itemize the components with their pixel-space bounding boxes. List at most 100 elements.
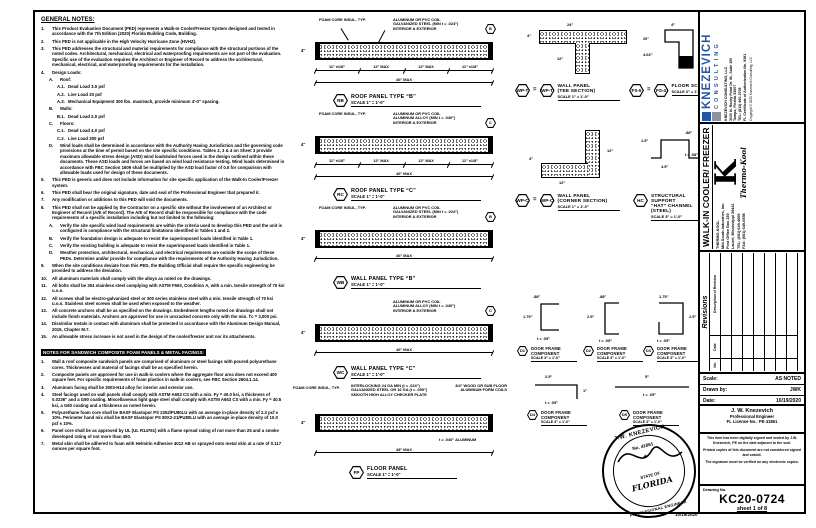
dim-label: 1.5″ (641, 138, 649, 143)
note-text: When the site conditions deviate from th… (52, 262, 275, 274)
dim-label: 12″ MAX (417, 65, 435, 69)
note-item: 5.This PED is generic and does not inclu… (41, 177, 285, 188)
detail-scale: SCALE 1″ = 1′-0″ (351, 372, 385, 377)
detail-tag-hex: WP-C (515, 194, 530, 207)
detail-title: RC ROOF PANEL TYPE “C”SCALE 1″ = 1′-0″ (333, 188, 481, 201)
note-number: 14. (41, 321, 47, 327)
note-text: Roof: (60, 76, 72, 82)
note-number: A. (49, 222, 54, 228)
detail-wall-panel-b: FOAM CORE INSUL, TYP. ALUMINUM OR PVC CO… (289, 205, 511, 296)
detail-roof-panel-c: FOAM CORE INSUL, TYP. ALUMINUM OR PVC CO… (289, 111, 511, 202)
note-item: D.Wind loads shall be determined in acco… (41, 143, 285, 175)
note-text: This PED addresses the structural and ma… (52, 46, 282, 68)
general-notes-section: GENERAL NOTES: 1.This Product Evaluation… (41, 17, 285, 454)
note-number: B. (49, 106, 54, 112)
callout-line: ALUMINUM FORM COILS (460, 387, 507, 393)
note-text: This PED shall bear the original signatu… (52, 189, 260, 195)
callout-line: 3/4″ WOOD OR SUB FLOOR (455, 383, 507, 388)
sheet-number: sheet 1 of 8 (736, 506, 768, 512)
note-text: This Product Evaluation Document (PED) r… (52, 26, 275, 37)
note-text: Composite panels are approved for use in… (52, 371, 277, 383)
keynote-hex: B (485, 212, 496, 222)
drawing-sheet: GENERAL NOTES: 1.This Product Evaluation… (33, 10, 806, 528)
keynote-hex: B (485, 24, 496, 34)
note-text: All screws shall be electro-galvanized s… (52, 295, 274, 307)
note-number: 3. (41, 46, 45, 52)
detail-scale: SCALE 3″ = 1′-0″ (651, 214, 683, 219)
detail-title: HC STRUCTURAL SUPPORT“HAT” CHANNEL (STEE… (633, 194, 709, 221)
tee-stem (575, 43, 590, 74)
note-text: Dead Load 4.0 psf (68, 128, 105, 134)
callout-line: INTERLOCKING 24 GA MIN (t = .024″) (351, 383, 420, 388)
dim-label: .88″ (533, 294, 541, 299)
note-text: Verify the foundation design is adequate… (60, 235, 254, 241)
dim-label: 4″ (527, 33, 532, 38)
equals: = (533, 197, 537, 203)
scale-value: AS NOTED (775, 376, 801, 382)
copyright: Copyright © 2020 Knezevich Consulting, L… (749, 56, 754, 121)
date-label: Date: (703, 398, 716, 404)
detail-tag-hex: FS-5 (629, 84, 644, 97)
dim-label: 46″ MAX (394, 171, 414, 176)
detail-tag-hex: FS-4 (653, 84, 669, 97)
note-text: This PED is generic and does not include… (52, 177, 279, 188)
dim-label: 4.63″ (643, 52, 653, 57)
dim-label: .88″ (599, 294, 607, 299)
detail-tag-hex: WP-T (515, 84, 530, 97)
panel-section-bar (315, 324, 493, 342)
engineer-name: J. W. Knezevich (731, 408, 773, 414)
door-frame-profile (658, 302, 684, 335)
note-item: 1.This Product Evaluation Document (PED)… (41, 26, 285, 37)
panel-section-bar (315, 230, 493, 248)
callout-facings: ALUMINUM OR PVC COIL ALUMINUM ALLOY (MIN… (393, 111, 455, 125)
detail-subname: (TEE SECTION) (557, 89, 596, 94)
note-item: 4.Design Loads: (41, 70, 285, 75)
project-title: WALK-IN COOLER/ FREEZER (701, 125, 713, 249)
tee-flange (539, 30, 627, 44)
titleblock-engineer-cell: J. W. Knezevich Professional Engineer FL… (700, 406, 804, 434)
note-text: Live Load 300 psf (68, 135, 105, 141)
detail-tag-hex: WC (333, 366, 348, 379)
detail-name2: COMPONENT (633, 415, 662, 420)
note-number: 1. (41, 359, 45, 365)
titleblock-project-cell: WALK-IN COOLER/ FREEZER THERMO-KOOL Mid-… (700, 124, 804, 252)
note-text: Walls: (60, 106, 73, 112)
overall-dim: 48″ MAX (313, 447, 495, 461)
revision-row-empty (765, 253, 776, 371)
dim-label: 1.75″ (523, 314, 533, 319)
note-item: 9.When the site conditions deviate from … (41, 263, 285, 274)
note-text: All concrete anchors shall be as specifi… (52, 308, 278, 319)
note-item: C.Verify the existing building is adequa… (41, 243, 285, 248)
note-number: A.1. (57, 84, 65, 90)
detail-name2: COMPONENT (597, 351, 626, 356)
note-item: A.Verify the site specific wind load req… (41, 223, 285, 234)
dim-label: 12″ (557, 56, 564, 61)
callout-floor-facing: INTERLOCKING 24 GA MIN (t = .024″) GALVA… (351, 383, 427, 397)
detail-tag-hex: HC (633, 194, 648, 207)
note-text: This PED is not applicable in the High V… (52, 38, 197, 44)
callout-line: ALUMINUM OR PVC COIL (393, 111, 441, 116)
note-item: 15.An allowable stress increase is not u… (41, 334, 285, 339)
date-value: 10/19/2020 (775, 398, 801, 404)
dim-label: 4″ (529, 156, 534, 161)
dim-label: 2.5″ (689, 314, 697, 319)
dim-label: 48″ MAX (394, 447, 414, 452)
note-item: 2.This PED is not applicable in the High… (41, 39, 285, 44)
note-item: 2.Composite panels are approved for use … (41, 372, 285, 383)
logo-subname: CONSULTING (714, 41, 721, 109)
detail-tag-hex: WP-T (539, 84, 555, 97)
dim-label: 4.5″ (661, 164, 669, 169)
callout-aluminum: t = .040″ ALUMINUM (439, 437, 477, 442)
note-text: Panel core shall be as approved by UL (U… (52, 428, 279, 439)
dim-label: 1.75″ (659, 294, 669, 299)
detail-scale: SCALE 3″ = 1′-0″ (597, 356, 626, 360)
note-text: Wall & roof composite sandwich panels ar… (52, 359, 277, 370)
detail-name: WALL PANEL (557, 84, 591, 89)
titleblock-logo-cell: KNEZEVICH CONSULTING KNEZEVICH CONSULTIN… (700, 12, 804, 124)
detail-name: STRUCTURAL SUPPORT (651, 194, 686, 204)
titleblock-cert-cell: This item has been digitally signed and … (700, 434, 804, 486)
